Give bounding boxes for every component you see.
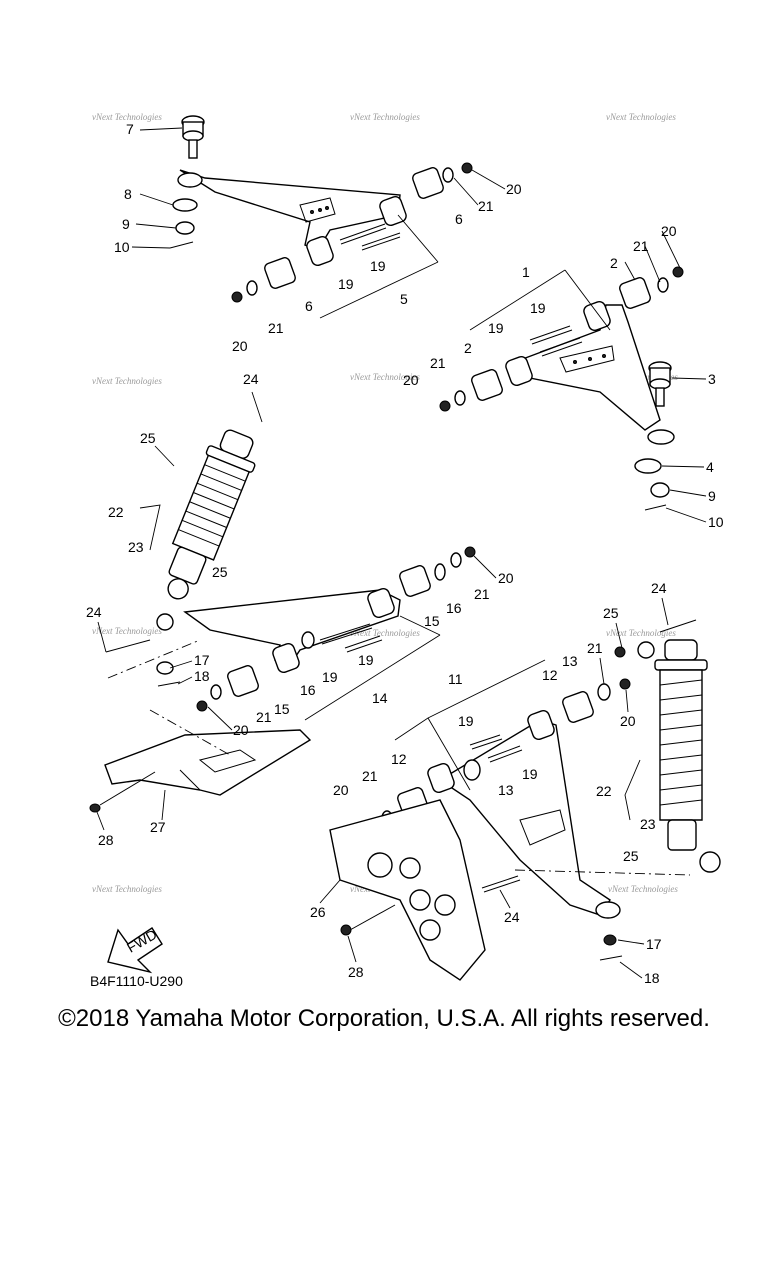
callout-1: 1 — [522, 264, 530, 280]
callout-20: 20 — [620, 713, 636, 729]
callout-19: 19 — [370, 258, 386, 274]
callout-18: 18 — [194, 668, 210, 684]
callout-22: 22 — [596, 783, 612, 799]
watermark: vNext Technologies — [350, 372, 420, 382]
callout-6: 6 — [305, 298, 313, 314]
leader-lines — [96, 127, 707, 979]
callout-19: 19 — [358, 652, 374, 668]
callout-25: 25 — [623, 848, 639, 864]
skid-guard-right — [329, 799, 521, 981]
callout-21: 21 — [430, 355, 446, 371]
callout-21: 21 — [478, 198, 494, 214]
callout-2: 2 — [610, 255, 618, 271]
callout-9: 9 — [122, 216, 130, 232]
callout-21: 21 — [268, 320, 284, 336]
shock-absorber-left — [139, 429, 256, 600]
callout-24: 24 — [504, 909, 520, 925]
callout-10: 10 — [114, 239, 130, 255]
callout-17: 17 — [194, 652, 210, 668]
callout-20: 20 — [333, 782, 349, 798]
watermark: vNext Technologies — [606, 112, 676, 122]
callout-25: 25 — [212, 564, 228, 580]
callout-20: 20 — [498, 570, 514, 586]
callout-14: 14 — [372, 690, 388, 706]
callout-24: 24 — [651, 580, 667, 596]
callout-19: 19 — [522, 766, 538, 782]
callout-12: 12 — [391, 751, 407, 767]
callout-25: 25 — [140, 430, 156, 446]
callout-19: 19 — [322, 669, 338, 685]
callout-20: 20 — [661, 223, 677, 239]
callout-22: 22 — [108, 504, 124, 520]
bushing — [306, 236, 334, 266]
callout-28: 28 — [98, 832, 114, 848]
watermark: vNext Technologies — [350, 112, 420, 122]
drawing-code: B4F1110-U290 — [90, 973, 183, 989]
callout-20: 20 — [403, 372, 419, 388]
callout-28: 28 — [348, 964, 364, 980]
watermark: vNext Technologies — [350, 628, 420, 638]
callout-25: 25 — [603, 605, 619, 621]
upper-arm-left-assembly — [169, 115, 473, 319]
callout-21: 21 — [256, 709, 272, 725]
callout-15: 15 — [424, 613, 440, 629]
watermark: vNext Technologies — [92, 884, 162, 894]
shock-absorber-right — [614, 619, 721, 873]
watermark: vNext Technologies — [608, 884, 678, 894]
lower-arm-left-assembly — [105, 546, 476, 721]
callout-13: 13 — [498, 782, 514, 798]
callout-9: 9 — [708, 488, 716, 504]
callout-11: 11 — [448, 671, 463, 687]
callout-2: 2 — [464, 340, 472, 356]
callout-10: 10 — [708, 514, 724, 530]
ball-joint-upper — [181, 115, 205, 159]
fwd-arrow-icon: FWD — [107, 926, 163, 974]
watermark: vNext Technologies — [92, 112, 162, 122]
callout-15: 15 — [274, 701, 290, 717]
callout-21: 21 — [633, 238, 649, 254]
callout-12: 12 — [542, 667, 558, 683]
callout-19: 19 — [530, 300, 546, 316]
skid-guard-left — [89, 709, 312, 813]
callout-18: 18 — [644, 970, 660, 986]
callout-21: 21 — [587, 640, 603, 656]
callout-23: 23 — [128, 539, 144, 555]
callout-20: 20 — [233, 722, 249, 738]
callout-26: 26 — [310, 904, 326, 920]
callout-24: 24 — [86, 604, 102, 620]
callout-27: 27 — [150, 819, 166, 835]
copyright-notice: ©2018 Yamaha Motor Corporation, U.S.A. A… — [58, 1005, 710, 1032]
callout-7: 7 — [126, 121, 134, 137]
callout-16: 16 — [446, 600, 462, 616]
bushing — [379, 196, 407, 226]
callout-23: 23 — [640, 816, 656, 832]
upper-arm-right-assembly — [439, 266, 684, 511]
callout-17: 17 — [646, 936, 662, 952]
callout-20: 20 — [506, 181, 522, 197]
callout-6: 6 — [455, 211, 463, 227]
callout-3: 3 — [708, 371, 716, 387]
callout-19: 19 — [338, 276, 354, 292]
callout-8: 8 — [124, 186, 132, 202]
callout-19: 19 — [458, 713, 474, 729]
callout-labels: 7 8 9 10 20 21 6 19 19 5 6 21 20 20 21 1… — [86, 121, 724, 986]
callout-5: 5 — [400, 291, 408, 307]
callout-13: 13 — [562, 653, 578, 669]
watermark: vNext Technologies — [92, 626, 162, 636]
callout-24: 24 — [243, 371, 259, 387]
callout-16: 16 — [300, 682, 316, 698]
callout-21: 21 — [474, 586, 490, 602]
watermark: vNext Technologies — [606, 628, 676, 638]
watermark: vNext Technologies — [92, 376, 162, 386]
callout-20: 20 — [232, 338, 248, 354]
callout-4: 4 — [706, 459, 714, 475]
callout-19: 19 — [488, 320, 504, 336]
callout-21: 21 — [362, 768, 378, 784]
